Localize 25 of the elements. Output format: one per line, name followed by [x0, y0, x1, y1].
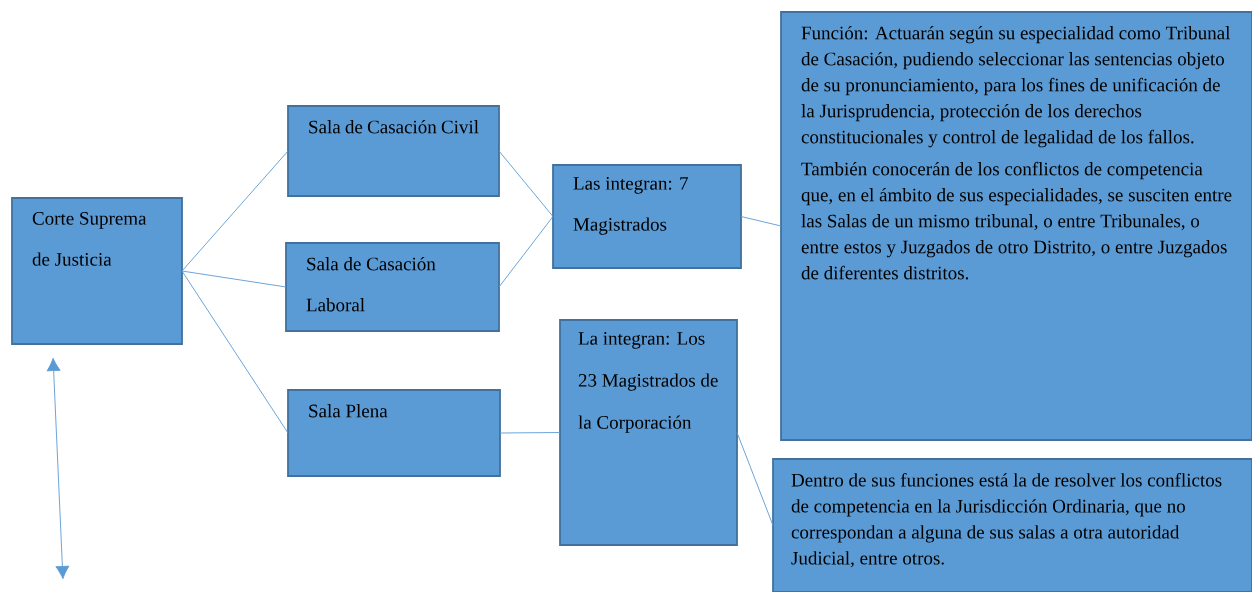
- text-box: [287, 389, 501, 477]
- box-text: También conocerán de los conflictos de competencia que, en el ámbito de sus especialidades, se susciten entre las Salas de un mismo tribunal, o entre Tribunales, o entre estos y Juzgados de otro Distrito, o entre Juzgados de diferentes distritos.: [801, 161, 1232, 280]
- box-text: Las integran: 7 Magistrados: [573, 177, 688, 235]
- text-box: [287, 105, 500, 197]
- box-text: Dentro de sus funciones está la de resolver los conflictos de competencia en la Jurisdicción Ordinaria, que no correspondan a alguna de sus salas a otra autoridad Judicial, entre otros.: [791, 473, 1222, 568]
- connector-line: [181, 270, 289, 434]
- connector-line: [736, 432, 774, 526]
- connector-line: [498, 150, 554, 217]
- box-text: Sala de Casación Laboral: [306, 257, 436, 312]
- connector-line: [498, 216, 554, 288]
- box-text: Función: Actuarán según su especialidad como Tribunal de Casación, pudiendo seleccionar las sentencias objeto de su pronunciamiento, para los fines de unificación de la Jurisprudencia, protección de los derechos constitucionales y control de legalidad de los fallos.: [801, 26, 1231, 148]
- box-text: Sala de Casación Civil: [309, 120, 479, 134]
- connector-line: [181, 270, 287, 288]
- box-text: La integran: Los 23 Magistrados de la Corporación: [578, 332, 718, 433]
- connector-line: [740, 216, 782, 227]
- box-text: Sala Plena: [309, 404, 388, 418]
- text-box: [552, 164, 742, 269]
- connector-line: [499, 432, 561, 434]
- text-box: [285, 242, 500, 332]
- connector-line: [181, 150, 289, 272]
- text-box: [780, 11, 1252, 441]
- text-box: [559, 319, 738, 546]
- text-box: [772, 458, 1252, 592]
- box-text: Corte Suprema de Justicia: [32, 212, 147, 266]
- text-box: [11, 197, 183, 345]
